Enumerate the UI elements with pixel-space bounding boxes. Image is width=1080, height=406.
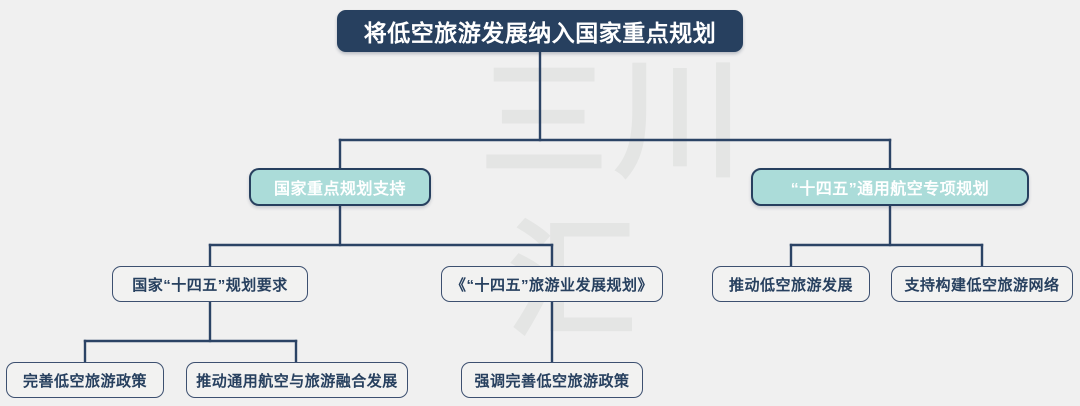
node-level3-label-1: 《“十四五”旅游业发展规划》 xyxy=(450,276,653,294)
node-level3-national-14th-five-year-plan-requirements[interactable]: 国家“十四五”规划要求 xyxy=(112,266,308,302)
node-level3-label-3: 支持构建低空旅游网络 xyxy=(904,276,1060,294)
node-level2-label-0: 国家重点规划支持 xyxy=(273,181,406,198)
node-level2-14th-five-year-general-aviation-plan[interactable]: “十四五”通用航空专项规划 xyxy=(751,168,1029,206)
node-level3-label-2: 推动低空旅游发展 xyxy=(728,276,853,294)
node-level4-emphasize-improving-low-altitude-tourism-policy[interactable]: 强调完善低空旅游政策 xyxy=(461,362,643,398)
node-level4-label-1: 推动通用航空与旅游融合发展 xyxy=(196,372,398,390)
node-level4-label-2: 强调完善低空旅游政策 xyxy=(474,372,630,390)
node-level2-national-key-planning-support[interactable]: 国家重点规划支持 xyxy=(249,168,431,206)
node-level2-label-1: “十四五”通用航空专项规划 xyxy=(790,181,990,198)
node-root-label: 将低空旅游发展纳入国家重点规划 xyxy=(363,20,717,46)
node-level4-label-0: 完善低空旅游政策 xyxy=(22,372,147,390)
node-level3-support-low-altitude-tourism-network[interactable]: 支持构建低空旅游网络 xyxy=(891,266,1073,302)
node-level3-label-0: 国家“十四五”规划要求 xyxy=(132,276,288,294)
node-level4-promote-general-aviation-tourism-integration[interactable]: 推动通用航空与旅游融合发展 xyxy=(186,362,408,398)
node-root[interactable]: 将低空旅游发展纳入国家重点规划 xyxy=(337,10,743,52)
node-level3-promote-low-altitude-tourism[interactable]: 推动低空旅游发展 xyxy=(712,266,870,302)
node-level3-14th-five-year-tourism-development-plan[interactable]: 《“十四五”旅游业发展规划》 xyxy=(441,266,663,302)
watermark-text-top: 三川 xyxy=(480,47,749,196)
node-level4-improve-low-altitude-tourism-policy[interactable]: 完善低空旅游政策 xyxy=(6,362,164,398)
